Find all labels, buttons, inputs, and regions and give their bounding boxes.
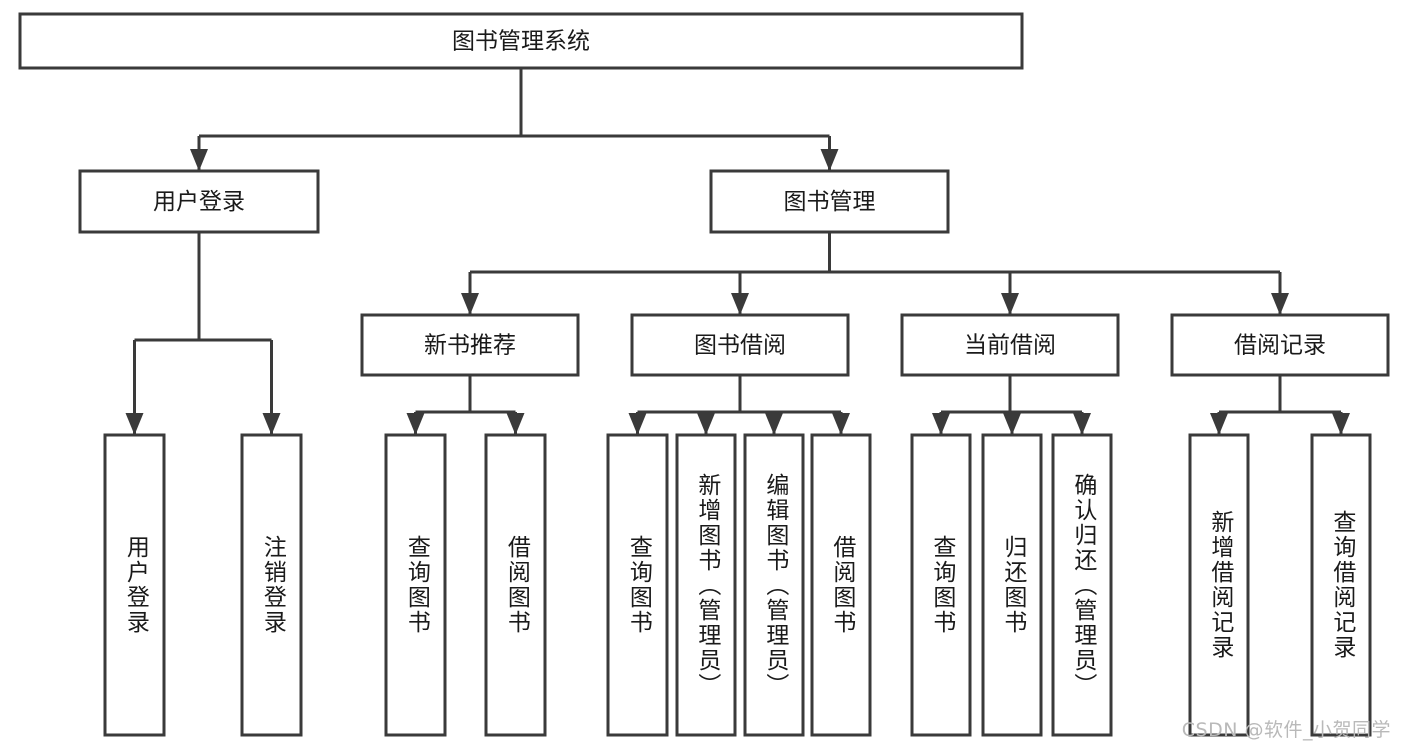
node-label-new-book-recommend: 新书推荐 bbox=[424, 333, 516, 359]
arrowhead-icon bbox=[406, 413, 425, 435]
arrowhead-icon bbox=[125, 413, 144, 435]
node-box-record-query[interactable] bbox=[1310, 433, 1372, 737]
arrowhead-icon bbox=[820, 149, 839, 171]
arrowhead-icon bbox=[461, 293, 479, 315]
node-box-user-login[interactable] bbox=[78, 169, 320, 234]
node-label-root: 图书管理系统 bbox=[452, 29, 590, 55]
node-box-book-management[interactable] bbox=[709, 169, 950, 234]
node-label-book-borrow: 图书借阅 bbox=[694, 333, 786, 359]
arrowhead-icon bbox=[1073, 413, 1091, 435]
node-box-current-query-book[interactable] bbox=[910, 433, 972, 737]
arrowhead-icon bbox=[262, 413, 281, 435]
node-box-new-book-recommend[interactable] bbox=[360, 313, 580, 377]
node-box-recommend-borrow-book[interactable] bbox=[484, 433, 547, 737]
node-label-book-management: 图书管理 bbox=[784, 189, 876, 215]
node-box-borrow-edit-book[interactable] bbox=[743, 433, 805, 737]
node-box-current-return-book[interactable] bbox=[981, 433, 1043, 737]
arrowhead-icon bbox=[731, 293, 749, 315]
arrowhead-icon bbox=[1003, 413, 1021, 435]
node-label-current-borrow: 当前借阅 bbox=[964, 333, 1056, 359]
node-box-root[interactable] bbox=[18, 12, 1024, 70]
node-label-borrow-records: 借阅记录 bbox=[1234, 333, 1326, 359]
node-box-current-confirm-return[interactable] bbox=[1051, 433, 1113, 737]
arrowhead-icon bbox=[832, 413, 850, 435]
node-box-current-borrow[interactable] bbox=[900, 313, 1120, 377]
node-box-recommend-query-book[interactable] bbox=[384, 433, 447, 737]
node-label-user-login: 用户登录 bbox=[153, 189, 245, 215]
node-box-borrow-add-book[interactable] bbox=[675, 433, 737, 737]
arrowhead-icon bbox=[765, 413, 783, 435]
arrowhead-icon bbox=[506, 413, 525, 435]
watermark: CSDN @软件_小贺同学 bbox=[1181, 719, 1391, 741]
node-box-user-logout[interactable] bbox=[240, 433, 303, 737]
connectors-layer bbox=[125, 68, 1350, 435]
node-box-borrow-query-book[interactable] bbox=[606, 433, 669, 737]
arrowhead-icon bbox=[1271, 293, 1289, 315]
arrowhead-icon bbox=[628, 413, 647, 435]
arrowhead-icon bbox=[1332, 413, 1350, 435]
arrowhead-icon bbox=[1210, 413, 1228, 435]
node-box-user-login-do[interactable] bbox=[103, 433, 166, 737]
arrowhead-icon bbox=[1001, 293, 1019, 315]
arrowhead-icon bbox=[932, 413, 950, 435]
arrowhead-icon bbox=[190, 149, 208, 171]
arrowhead-icon bbox=[697, 413, 715, 435]
boxes-layer bbox=[18, 12, 1390, 737]
node-box-book-borrow[interactable] bbox=[630, 313, 850, 377]
node-box-borrow-borrow-book[interactable] bbox=[810, 433, 872, 737]
node-box-borrow-records[interactable] bbox=[1170, 313, 1390, 377]
node-box-record-add[interactable] bbox=[1188, 433, 1250, 737]
